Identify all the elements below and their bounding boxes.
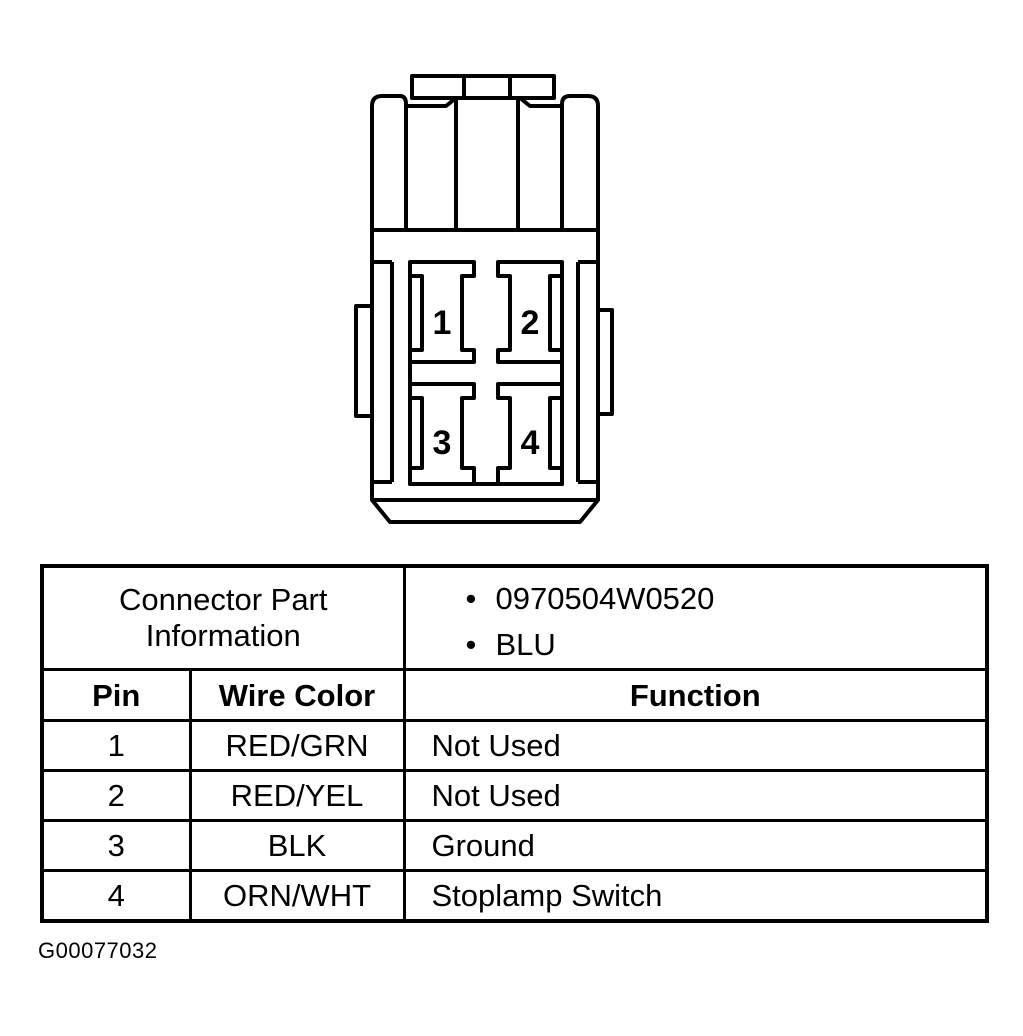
header-wire-color: Wire Color: [188, 668, 406, 722]
cell-wire-color: ORN/WHT: [188, 869, 406, 923]
connector-diagram: 1 2 3 4: [354, 74, 614, 524]
cell-function: Ground: [402, 819, 989, 872]
cell-wire-color: RED/YEL: [188, 769, 406, 822]
figure-id: G00077032: [38, 938, 158, 963]
pin-label-2: 2: [521, 304, 540, 342]
cell-pin: 4: [40, 869, 192, 923]
table-row: 2 RED/YEL Not Used: [40, 769, 989, 822]
cavity-pin-1: [408, 260, 476, 364]
header-pin: Pin: [40, 668, 192, 722]
info-label-line1: Connector Part: [119, 582, 328, 618]
pin-table: Connector Part Information •0970504W0520…: [40, 564, 989, 923]
connector-info-values: •0970504W0520 •BLU: [402, 564, 989, 671]
cell-function: Not Used: [402, 719, 989, 772]
info-label-line2: Information: [145, 618, 301, 653]
cell-wire-color: RED/GRN: [188, 719, 406, 772]
cell-pin: 3: [40, 819, 192, 872]
table-row: 1 RED/GRN Not Used: [40, 719, 989, 772]
connector-info-row: Connector Part Information •0970504W0520…: [40, 564, 989, 671]
table-header-row: Pin Wire Color Function: [40, 668, 989, 722]
cell-function: Not Used: [402, 769, 989, 822]
info-value-color: •BLU: [466, 622, 986, 668]
header-function: Function: [402, 668, 989, 722]
cavity-pin-2: [496, 260, 564, 364]
pin-label-3: 3: [433, 424, 452, 462]
table-row: 4 ORN/WHT Stoplamp Switch: [40, 869, 989, 923]
pin-label-4: 4: [521, 424, 540, 462]
bullet-icon: •: [465, 627, 477, 662]
cavity-frame: [408, 262, 564, 486]
cavity-pin-3: [408, 382, 476, 486]
connector-body: [354, 230, 614, 524]
bullet-icon: •: [465, 581, 477, 616]
connector-upper-housing: [370, 94, 600, 232]
cell-pin: 2: [40, 769, 192, 822]
cell-wire-color: BLK: [188, 819, 406, 872]
connector-info-label: Connector Part Information: [40, 564, 406, 671]
table-row: 3 BLK Ground: [40, 819, 989, 872]
cavity-pin-4: [496, 382, 564, 486]
cell-pin: 1: [40, 719, 192, 772]
pin-label-1: 1: [433, 304, 452, 342]
cell-function: Stoplamp Switch: [402, 869, 989, 923]
info-value-part-number: •0970504W0520: [466, 576, 986, 622]
connector-top-latch: [410, 74, 556, 100]
